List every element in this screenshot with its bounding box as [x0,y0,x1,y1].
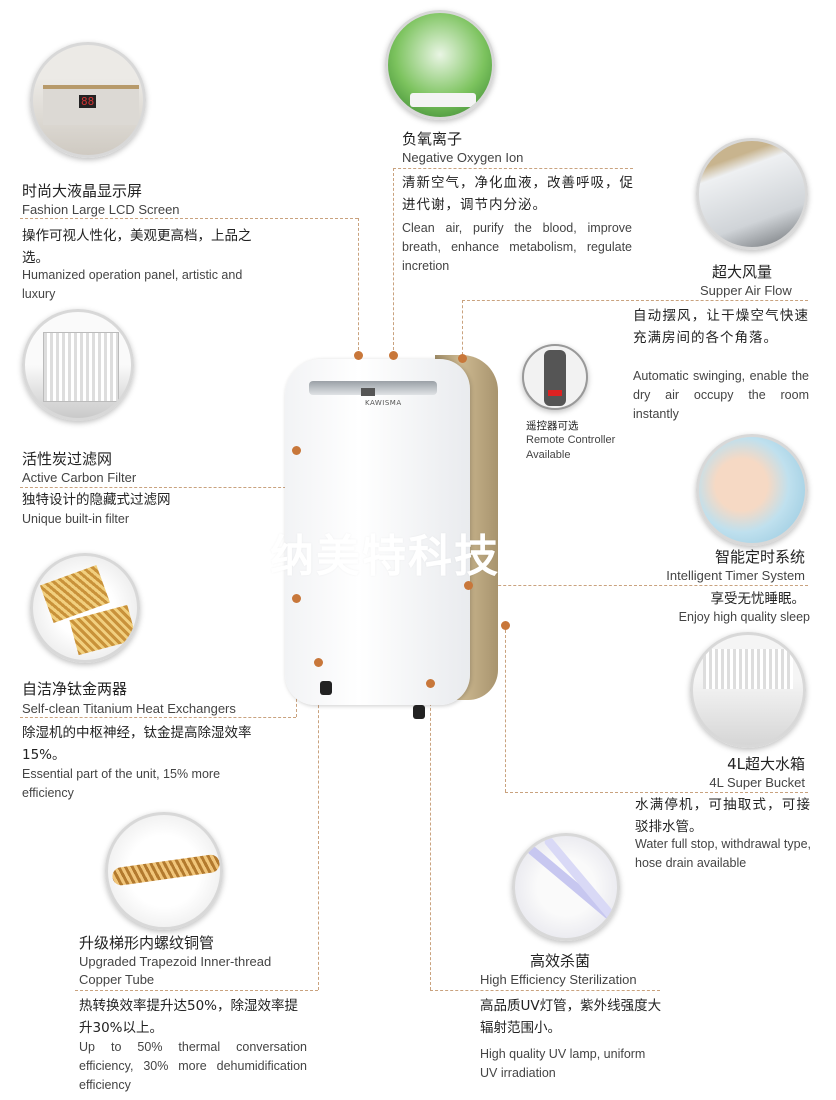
feature-subtitle: 4L Super Bucket [709,775,805,790]
uv-lamp-image [512,833,620,941]
feature-description: 操作可视人性化，美观更高档，上品之选。 [22,228,252,266]
feature-description: 独特设计的隐藏式过滤网 [22,492,171,508]
feature-description: 热转换效率提升达50%，除湿效率提升30%以上。 [79,998,299,1036]
callout-dot [426,679,435,688]
leader-line [462,300,808,301]
wheel [320,681,332,695]
dehumidifier-unit: KAWISMA [285,355,498,719]
feature-title: 时尚大液晶显示屏 [22,182,143,200]
feature-title: 自洁净钛金两器 [22,680,128,698]
feature-description: 高品质UV灯管，紫外线强度大辐射范围小。 [480,998,662,1036]
leader-line [505,792,808,793]
leader-line [430,683,431,990]
callout-dot [314,658,323,667]
feature-description-en: Essential part of the unit, 15% more eff… [22,767,221,800]
leader-line [505,625,506,792]
leader-line [20,487,296,488]
leader-line [430,990,660,991]
leader-line [393,168,633,169]
feature-title: 活性炭过滤网 [22,450,113,468]
air-flow-image [696,138,808,250]
feature-subtitle: Active Carbon Filter [22,470,137,485]
callout-dot [464,581,473,590]
feature-title: 升级梯形内螺纹铜管 [79,934,215,952]
leader-line [20,218,358,219]
feature-subtitle: High Efficiency Sterilization [480,972,637,987]
callout-dot [458,354,467,363]
feature-subtitle: Fashion Large LCD Screen [22,202,180,217]
feature-subtitle: Remote Controller Available [526,434,616,461]
callout-dot [389,351,398,360]
leader-line [462,300,463,355]
feature-description-en: Enjoy high quality sleep [678,610,810,624]
feature-description-en: High quality UV lamp, uniform UV irradia… [480,1047,646,1080]
sleeping-baby-image [696,434,808,546]
leader-line [20,717,296,718]
feature-description-en: Up to 50% thermal conversation efficienc… [79,1040,307,1092]
active-carbon-filter-image [22,309,134,421]
feature-description-en: Unique built-in filter [22,512,129,526]
feature-title: 超大风量 [712,263,773,281]
feature-description-en: Clean air, purify the blood, improve bre… [402,221,632,273]
feature-description: 水满停机，可抽取式，可接驳排水管。 [635,797,810,835]
feature-description-en: Water full stop, withdrawal type, hose d… [635,837,811,870]
leader-line [468,585,808,586]
callout-dot [354,351,363,360]
watermark: 纳美特科技 [270,531,500,582]
callout-dot [501,621,510,630]
copper-tube-image [105,812,223,930]
leader-line [393,168,394,355]
brand-logo: KAWISMA [365,399,402,407]
leader-line [75,990,318,991]
feature-subtitle: Intelligent Timer System [666,568,805,583]
feature-subtitle: Negative Oxygen Ion [402,150,524,165]
callout-dot [292,594,301,603]
feature-description: 清新空气，净化血液，改善呼吸，促进代谢，调节内分泌。 [402,175,634,213]
feature-description: 自动摆风，让干燥空气快速充满房间的各个角落。 [633,308,809,346]
negative-oxygen-ion-image [385,10,495,120]
water-bucket-image [690,632,806,748]
feature-title: 遥控器可选 [526,420,579,432]
leader-line [358,218,359,355]
feature-subtitle: Supper Air Flow [700,283,792,298]
feature-subtitle: Self-clean Titanium Heat Exchangers [22,701,236,716]
feature-title: 4L超大水箱 [727,755,805,773]
lcd-screen-image: 88 [30,42,146,158]
feature-description-en: Humanized operation panel, artistic and … [22,268,243,301]
feature-subtitle: Upgraded Trapezoid Inner-thread Copper T… [79,954,272,987]
titanium-heat-exchanger-image [30,553,140,663]
feature-description: 除湿机的中枢神经，钛金提高除湿效率15%。 [22,725,252,763]
feature-description: 享受无忧睡眠。 [710,591,806,607]
feature-title: 负氧离子 [402,130,463,148]
feature-title: 高效杀菌 [530,952,591,970]
wheel [413,705,425,719]
feature-title: 智能定时系统 [714,548,805,566]
feature-description-en: Automatic swinging, enable the dry air o… [633,369,809,421]
leader-line [318,690,319,990]
callout-dot [292,446,301,455]
remote-controller-image [522,344,588,410]
